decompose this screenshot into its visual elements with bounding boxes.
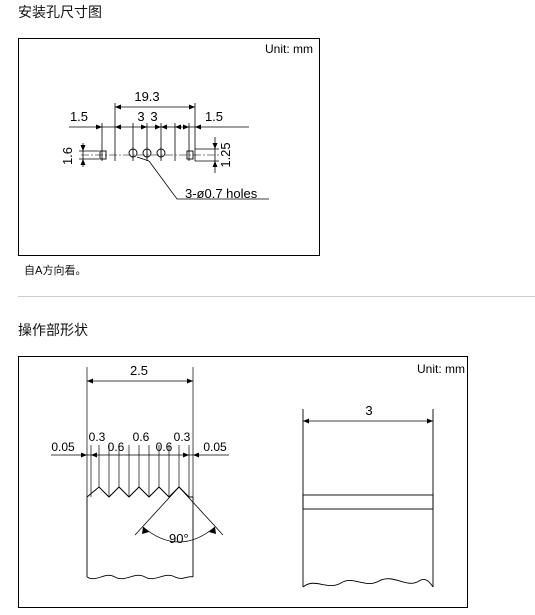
dimension-right-margin-label: 1.5 — [205, 109, 223, 124]
dimension-total: 19.3 — [115, 89, 195, 110]
dimension-total-label: 19.3 — [134, 89, 159, 104]
angle-indicator — [134, 486, 224, 543]
mounting-hole-drawing-panel: Unit: mm 19.3 — [18, 38, 320, 256]
dimension-edge-left-label: 0.05 — [51, 440, 75, 454]
unit-label-2: Unit: mm — [417, 362, 465, 376]
section-title-mounting-holes: 安装孔尺寸图 — [18, 5, 102, 21]
mounting-hole-drawing: Unit: mm 19.3 — [60, 42, 313, 201]
hole-leader-line — [148, 160, 269, 200]
dimension-height-right-label: 1.25 — [218, 142, 233, 167]
dimension-height-left-label: 1.6 — [60, 147, 75, 165]
section-divider — [18, 296, 535, 297]
view-direction-note: 自A方向看。 — [24, 264, 87, 277]
dimension-width-label: 2.5 — [130, 363, 148, 378]
extension-lines — [101, 103, 196, 161]
operating-part-drawing-panel: Unit: mm 2.5 — [18, 356, 468, 608]
dimension-left-margin-label: 1.5 — [70, 109, 88, 124]
angle-label: 90° — [169, 531, 189, 546]
holes-callout-label: 3-ø0.7 holes — [185, 186, 258, 201]
slot-hole-left — [99, 150, 107, 160]
slot-hole-right — [186, 150, 194, 160]
dimension-tooth-1-label: 0.3 — [89, 430, 106, 444]
side-view-break-line — [302, 578, 434, 588]
dimension-tooth-3-label: 0.3 — [174, 430, 191, 444]
operating-part-drawing: Unit: mm 2.5 — [51, 362, 465, 588]
dimension-gap-2-label: 0.6 — [156, 440, 173, 454]
hole-marks — [99, 148, 194, 160]
dimension-side-width-label: 3 — [365, 403, 372, 418]
front-view-outline — [86, 497, 194, 577]
dimension-pitch-right-label: 3 — [150, 109, 157, 124]
dimension-tooth-2-label: 0.6 — [133, 430, 150, 444]
dimension-edge-right-label: 0.05 — [203, 440, 227, 454]
side-view-outline — [302, 409, 434, 587]
dimension-gap-1-label: 0.6 — [108, 440, 125, 454]
dimension-pitch-left-label: 3 — [137, 109, 144, 124]
unit-label: Unit: mm — [265, 42, 313, 56]
section-title-operating-part: 操作部形状 — [18, 323, 88, 339]
front-view-break-line — [86, 574, 194, 580]
